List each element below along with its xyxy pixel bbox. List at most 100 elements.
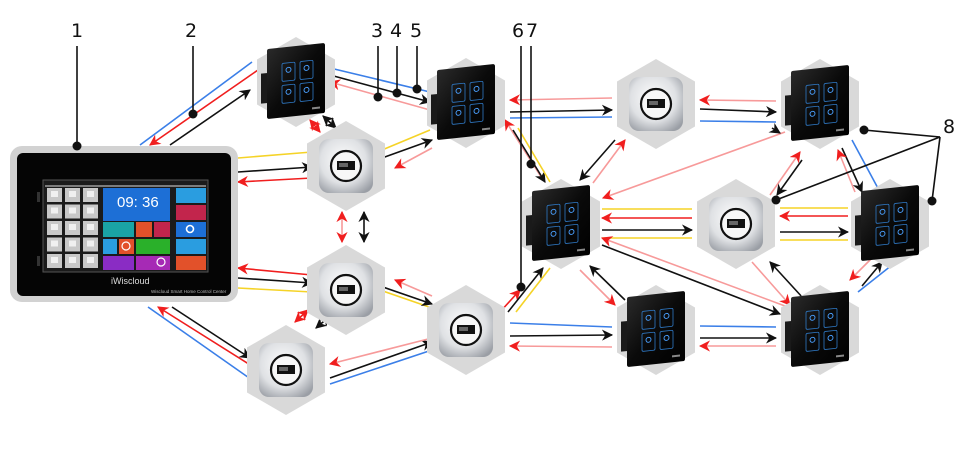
- touch-key-icon: [451, 82, 466, 103]
- pink-line: [769, 151, 801, 196]
- black-line: [509, 104, 614, 116]
- touch-key-icon: [823, 81, 838, 102]
- blue-line: [147, 306, 253, 381]
- black-line: [601, 244, 782, 316]
- leader-dot: [392, 88, 402, 98]
- node-touch-switch[interactable]: [781, 285, 859, 375]
- black-line: [589, 265, 626, 301]
- leader-dot: [927, 196, 937, 206]
- touch-key-icon: [805, 83, 820, 104]
- node-touch-switch[interactable]: [851, 179, 929, 269]
- blue-line: [699, 325, 777, 328]
- touch-key-icon: [641, 331, 656, 352]
- black-line: [861, 261, 883, 287]
- pink-line: [579, 269, 616, 306]
- touch-key-icon: [564, 223, 579, 244]
- node-touch-switch[interactable]: [617, 285, 695, 375]
- touch-key-icon: [823, 307, 838, 328]
- yellow-line: [517, 127, 551, 183]
- leader-dot: [516, 282, 526, 292]
- node-touch-switch[interactable]: [522, 179, 600, 269]
- panel-subtitle: Wiscloud Smart Home Control Center: [151, 289, 227, 294]
- touch-key-icon: [805, 309, 820, 330]
- callout-number: 4: [390, 20, 402, 42]
- device-tile-grid: [47, 188, 98, 268]
- node-touch-switch[interactable]: [427, 58, 505, 148]
- callout-6: 6: [512, 20, 526, 292]
- blue-line: [699, 120, 777, 123]
- node-touch-switch[interactable]: [257, 37, 335, 127]
- touch-key-icon: [875, 203, 890, 224]
- leader-dot: [412, 84, 422, 94]
- touch-key-icon: [546, 225, 561, 246]
- touch-key-icon: [823, 329, 838, 350]
- yellow-line: [237, 287, 313, 293]
- blue-line: [509, 116, 613, 119]
- control-center-panel[interactable]: 09: 36 iWiscloud Wiscloud Smart Home Con…: [10, 146, 238, 302]
- pink-line: [394, 147, 433, 169]
- callout-number: 5: [410, 20, 422, 42]
- touch-key-icon: [299, 59, 314, 80]
- black-line: [509, 329, 614, 341]
- clock-readout: 09: 36: [117, 194, 159, 211]
- node-thermostat[interactable]: [427, 285, 505, 375]
- pink-line: [600, 236, 786, 307]
- leader-dot: [859, 125, 869, 135]
- touch-switch-device: [785, 65, 849, 141]
- black-line: [329, 340, 434, 379]
- touch-key-icon: [281, 83, 296, 104]
- callout-4: 4: [390, 20, 402, 98]
- leader-line: [931, 136, 941, 202]
- touch-key-icon: [875, 225, 890, 246]
- black-line: [512, 129, 546, 183]
- blue-line: [857, 264, 893, 293]
- clock-tile: [103, 188, 170, 221]
- touch-switch-device: [431, 64, 495, 140]
- device-nodes: [247, 37, 929, 415]
- callout-number: 2: [185, 20, 197, 42]
- pink-line: [751, 261, 791, 306]
- node-thermostat[interactable]: [247, 325, 325, 415]
- leader-dot: [72, 141, 82, 151]
- blue-line: [139, 61, 253, 146]
- node-thermostat[interactable]: [697, 179, 775, 269]
- black-line: [769, 261, 804, 299]
- black-line: [699, 106, 778, 118]
- callout-number: 6: [512, 20, 524, 42]
- blue-line: [329, 349, 433, 385]
- touch-key-icon: [546, 203, 561, 224]
- touch-key-icon: [659, 329, 674, 350]
- callout-8: 8: [771, 116, 955, 206]
- touch-key-icon: [805, 331, 820, 352]
- touch-switch-device: [785, 291, 849, 367]
- callout-number: 8: [943, 116, 955, 138]
- black-line: [507, 267, 544, 313]
- node-thermostat[interactable]: [307, 121, 385, 211]
- yellow-line: [515, 267, 551, 313]
- pink-line: [698, 94, 777, 106]
- touch-switch-device: [855, 185, 919, 261]
- callout-2: 2: [185, 20, 198, 119]
- touch-switch-device: [621, 291, 685, 367]
- yellow-line: [381, 129, 431, 151]
- callout-7: 7: [526, 20, 538, 169]
- touch-switch-device: [526, 185, 590, 261]
- node-touch-switch[interactable]: [781, 59, 859, 149]
- pink-line: [504, 119, 544, 181]
- pink-line: [508, 340, 613, 352]
- leader-dot: [373, 92, 383, 102]
- touch-key-icon: [281, 61, 296, 82]
- callout-3: 3: [371, 20, 383, 102]
- connection-lines: [139, 61, 893, 385]
- touch-key-icon: [299, 81, 314, 102]
- touch-key-icon: [469, 102, 484, 123]
- leader-line: [775, 136, 941, 201]
- black-line: [237, 276, 314, 288]
- leader-dot: [526, 159, 536, 169]
- node-thermostat[interactable]: [307, 245, 385, 335]
- touch-switch-device: [261, 43, 325, 119]
- node-thermostat[interactable]: [617, 59, 695, 149]
- red-line: [149, 69, 259, 146]
- pink-line: [601, 131, 786, 200]
